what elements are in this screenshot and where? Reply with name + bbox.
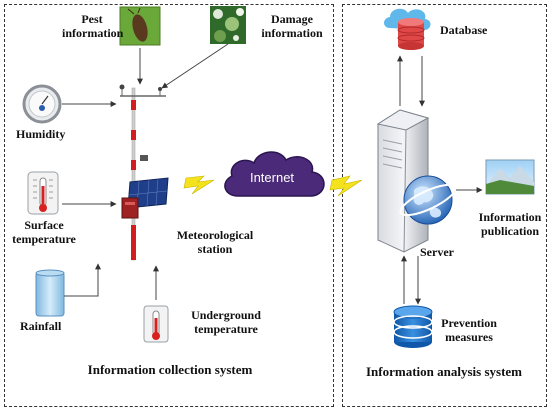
internet-label: Internet xyxy=(250,170,294,185)
weather-station-icon xyxy=(119,84,169,261)
database-stack-icon xyxy=(393,305,433,348)
rain-gauge-icon xyxy=(35,269,65,317)
wireless-link-right-icon xyxy=(329,175,363,197)
damage-information-label: Damage information xyxy=(261,12,323,40)
information-publication-label: Information publication xyxy=(478,210,542,238)
server-label: Server xyxy=(420,245,454,259)
information-collection-panel xyxy=(4,4,334,407)
connector-arrows xyxy=(62,43,483,305)
rainfall-label: Rainfall xyxy=(20,319,62,333)
analysis-system-title: Information analysis system xyxy=(365,364,522,379)
cloud-database-icon xyxy=(384,8,431,50)
internet-cloud-icon xyxy=(224,151,325,197)
collection-system-title: Information collection system xyxy=(87,362,253,377)
server-globe-icon xyxy=(376,109,457,253)
underground-temperature-label: Underground temperature xyxy=(191,308,261,336)
landscape-photo-icon xyxy=(485,159,535,195)
prevention-measures-label: Prevention measures xyxy=(441,316,497,344)
wireless-link-left-icon xyxy=(183,175,215,195)
surface-thermometer-icon xyxy=(27,171,59,215)
pest-information-label: Pest information xyxy=(62,12,124,40)
information-analysis-panel xyxy=(342,4,547,407)
pest-photo-icon xyxy=(119,6,161,46)
damaged-leaf-photo-icon xyxy=(210,6,246,44)
hygrometer-icon xyxy=(22,84,62,124)
meteorological-station-label: Meteorological station xyxy=(176,228,254,256)
underground-thermometer-icon xyxy=(143,305,169,343)
database-label: Database xyxy=(440,23,488,37)
surface-temperature-label: Surface temperature xyxy=(12,218,76,246)
humidity-label: Humidity xyxy=(16,127,66,141)
